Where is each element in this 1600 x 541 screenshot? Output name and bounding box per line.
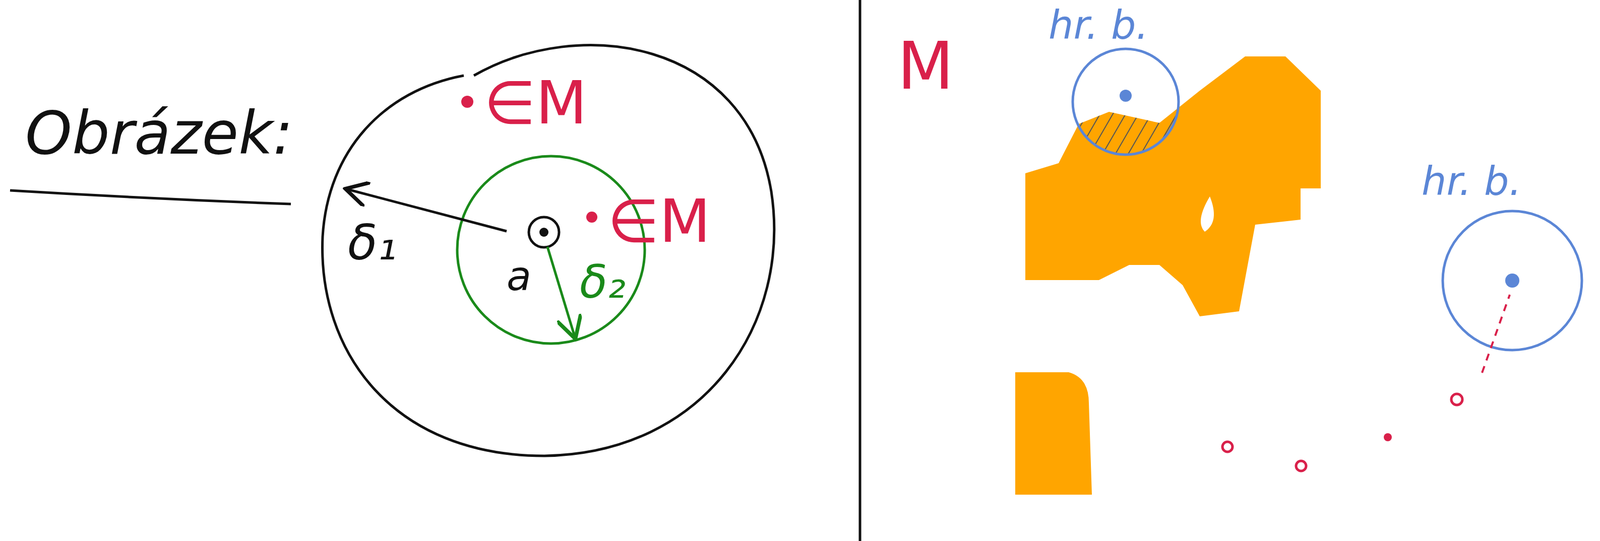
radius-arrow [547,247,575,337]
sequence-point [1383,433,1392,442]
boundary-neighbourhood [1072,48,1179,155]
sequence-point [1296,461,1307,472]
boundary-point-label: hr. b. [1048,4,1149,48]
set-region [1015,372,1092,496]
gap [1200,196,1214,232]
radius-label: δ₁ [347,216,397,271]
divider [858,0,862,541]
convergence-line [1482,294,1510,374]
heading: Obrázek: [25,100,293,167]
membership-label: ∈M [483,70,588,137]
radius-label: δ₂ [579,257,626,307]
boundary-point [1505,273,1520,288]
sequence-point [1451,394,1463,406]
point-label: a [506,254,532,299]
neighbourhood-circle [322,45,775,457]
point [539,227,549,237]
point-of-M [461,95,474,108]
boundary-neighbourhood [1442,211,1582,351]
sequence-point [1222,442,1233,453]
point-of-M [586,211,598,223]
boundary-point [1119,89,1132,102]
membership-label: ∈M [607,189,711,255]
set-name: M [897,30,954,103]
underline [10,190,291,205]
boundary-point-label: hr. b. [1421,160,1522,204]
set-region [1025,56,1321,317]
point-ring [528,217,560,248]
